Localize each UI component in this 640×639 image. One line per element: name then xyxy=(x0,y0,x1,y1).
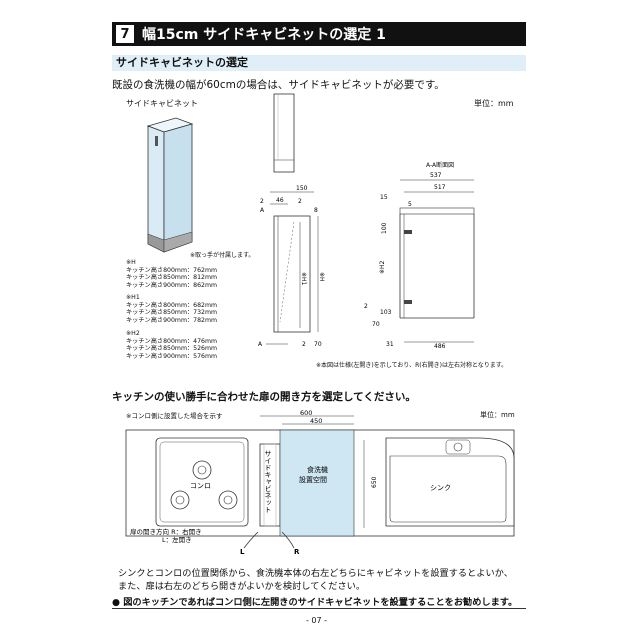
arrow-l-label: L xyxy=(240,548,245,556)
h1-spec: ※H1 キッチン高さ800mm：682mm キッチン高さ850mm：732mm … xyxy=(126,294,218,324)
section-number: 7 xyxy=(116,25,134,43)
dishwasher-label-2: 設置空間 xyxy=(299,475,327,484)
dim-150: 150 xyxy=(296,185,308,192)
h-spec: ※H キッチン高さ800mm：762mm キッチン高さ850mm：812mm キ… xyxy=(126,259,218,289)
stove-label: コンロ xyxy=(190,482,211,490)
intro-text: 既設の食洗機の幅が60cmの場合は、サイドキャビネットが必要です。 xyxy=(112,79,445,91)
dim-2a: 2 xyxy=(260,198,264,205)
kitchen-plan: 600 450 コンロ サイドキャビネット 食洗機 設置空間 シンク 650 扉… xyxy=(125,409,515,556)
dim-650: 650 xyxy=(371,476,378,488)
stove-side-note: ※コンロ側に設置した場合を示す xyxy=(126,412,223,420)
dim-h2: ※H2 xyxy=(379,260,386,274)
dim-537: 537 xyxy=(430,172,442,179)
footer-para-2: また、扉は右左のどちら開きがよいかを検討してください。 xyxy=(118,581,366,592)
page-number: - 07 - xyxy=(306,616,328,625)
dim-2c: 2 xyxy=(302,341,306,348)
a-top-label: A xyxy=(260,207,265,214)
body-note: ※本図は仕様(左開き)を示しており、R(右開き)は左右対称となります。 xyxy=(316,362,508,369)
arrow-r-label: R xyxy=(294,548,300,556)
unit-label: 単位：mm xyxy=(474,99,514,108)
dim-103: 103 xyxy=(380,309,392,316)
dim-70a: 70 xyxy=(314,341,322,348)
door-heading: キッチンの使い勝手に合わせた扉の開き方を選定してください。 xyxy=(112,391,416,403)
handle-note: ※取っ手が付属します。 xyxy=(190,252,255,259)
burner-icons xyxy=(170,460,238,510)
dim-100: 100 xyxy=(381,222,388,234)
footer-bullet: ● 図のキッチンであればコンロ側に左開きのサイドキャビネットを設置することをお勧… xyxy=(112,597,518,608)
dim-5: 5 xyxy=(408,201,412,208)
subsection-heading: サイドキャビネットの選定 xyxy=(112,55,526,71)
section-aa-label: A-A断面図 xyxy=(426,162,455,169)
dim-8: 8 xyxy=(314,207,318,214)
dim-15: 15 xyxy=(380,194,388,201)
dim-517: 517 xyxy=(434,184,446,191)
dim-2d: 2 xyxy=(364,303,368,310)
footer-divider xyxy=(112,608,526,609)
side-cabinet-vertical-label: サイドキャビネット xyxy=(264,450,272,513)
door-direction-label-2: L：左開き xyxy=(162,535,192,544)
dim-486: 486 xyxy=(434,343,446,350)
footer-para-1: シンクとコンロの位置関係から、食洗機本体の右左どちらにキャビネットを設置するとよ… xyxy=(118,568,513,579)
dishwasher-label-1: 食洗機 xyxy=(307,465,328,474)
product-label: サイドキャビネット xyxy=(126,99,198,108)
dim-h1: ※H1 xyxy=(300,272,307,286)
a-bottom-label: A xyxy=(258,341,263,348)
unit-label-2: 単位：mm xyxy=(480,411,515,419)
dim-31: 31 xyxy=(386,341,394,348)
sink-label: シンク xyxy=(430,484,451,492)
dim-2b: 2 xyxy=(298,198,302,205)
cabinet-elevation-drawing: 150 46 2 2 8 A ※H1 ※H 2 70 A xyxy=(258,185,325,348)
dim-70b: 70 xyxy=(372,321,380,328)
dim-h: ※H xyxy=(318,272,325,282)
section-title: 幅15cm サイドキャビネットの選定 1 xyxy=(142,27,386,43)
door-direction-label: 扉の開き方向 R：右開き xyxy=(130,527,202,536)
cabinet-front-view xyxy=(273,93,295,173)
dim-450: 450 xyxy=(310,417,322,425)
h2-spec: ※H2 キッチン高さ800mm：476mm キッチン高さ850mm：526mm … xyxy=(126,330,218,360)
dim-46: 46 xyxy=(276,197,284,204)
dim-600: 600 xyxy=(300,409,312,417)
section-header: 7 幅15cm サイドキャビネットの選定 1 xyxy=(112,22,526,46)
section-aa-drawing: 537 517 15 5 100 ※H2 2 103 70 31 486 xyxy=(364,172,475,350)
cabinet-illustration xyxy=(146,117,194,253)
